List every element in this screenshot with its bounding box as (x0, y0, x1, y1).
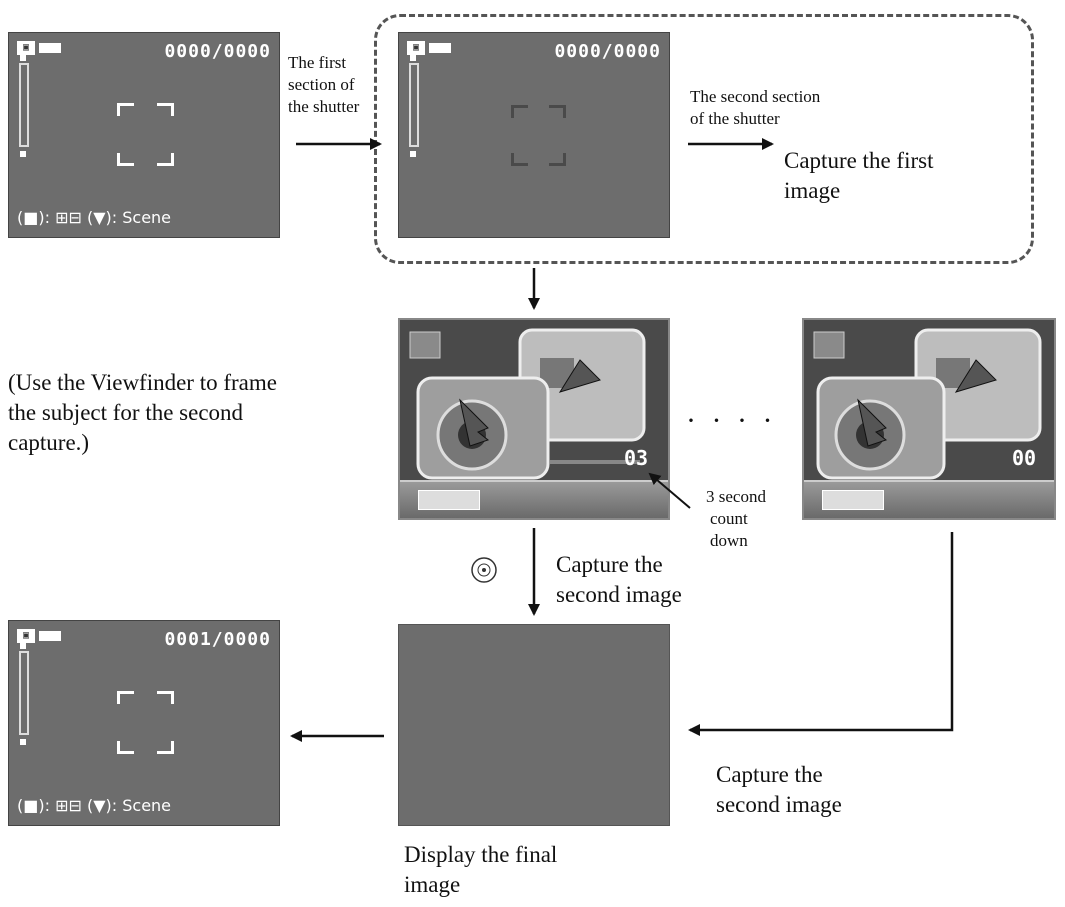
label-second-section: The second section of the shutter (690, 87, 821, 128)
zoom-bar (19, 651, 29, 735)
focus-bracket-bl (117, 153, 134, 166)
zoom-minus-icon (20, 151, 26, 157)
focus-bracket-tr (157, 103, 174, 116)
button-hint: (■): ⊞⊟ (▼): Scene (17, 208, 172, 227)
zoom-bar (409, 63, 419, 147)
battery-icon (429, 43, 451, 53)
focus-bracket-bl (117, 741, 134, 754)
camera-countdown-screen-start: 03 (398, 318, 670, 520)
camera-countdown-screen-end: 00 (802, 318, 1056, 520)
focus-bracket-bl (511, 153, 528, 166)
label-first-section: The first section of the shutter (288, 53, 360, 116)
final-image-display (398, 624, 670, 826)
shot-counter: 0000/0000 (554, 41, 661, 62)
zoom-minus-icon (410, 151, 416, 157)
camera-control-bar (400, 480, 668, 518)
focus-bracket-tr (549, 105, 566, 118)
lcd-screen-half-press: ▣ 0000/0000 (398, 32, 670, 238)
focus-bracket-br (549, 153, 566, 166)
battery-icon (39, 631, 61, 641)
lcd-screen-final: ▣ 0001/0000 (■): ⊞⊟ (▼): Scene (8, 620, 280, 826)
label-capture-second-image-center: Capture the second image (556, 552, 682, 607)
zoom-minus-icon (20, 739, 26, 745)
arrow-from-end-countdown (688, 532, 954, 736)
focus-bracket-tl (511, 105, 528, 118)
focus-bracket-tl (117, 691, 134, 704)
ellipsis: · · · · (686, 404, 777, 437)
shot-counter: 0001/0000 (164, 629, 271, 650)
zoom-bar (19, 63, 29, 147)
battery-icon (39, 43, 61, 53)
zoom-plus-icon (20, 643, 26, 649)
zoom-plus-icon (410, 55, 416, 61)
mode-icon: ▣ (407, 41, 425, 55)
shutter-button-icon (471, 557, 497, 583)
label-countdown: 3 second count down (706, 487, 766, 550)
countdown-value: 00 (1012, 446, 1037, 470)
camera-preview-image (400, 320, 668, 480)
label-capture-second-image-right: Capture the second image (716, 762, 842, 817)
return-icon (418, 490, 480, 510)
focus-bracket-br (157, 153, 174, 166)
label-capture-first-image: Capture the first image (784, 148, 934, 203)
mode-icon: ▣ (17, 41, 35, 55)
mode-icon: ▣ (17, 629, 35, 643)
label-viewfinder-note: (Use the Viewfinder to frame the subject… (8, 370, 277, 455)
label-display-final-image: Display the final image (404, 842, 558, 897)
button-hint: (■): ⊞⊟ (▼): Scene (17, 796, 172, 815)
camera-preview-image (804, 320, 1054, 480)
shot-counter: 0000/0000 (164, 41, 271, 62)
focus-bracket-tl (117, 103, 134, 116)
camera-control-bar (804, 480, 1054, 518)
lcd-screen-initial: ▣ 0000/0000 (■): ⊞⊟ (▼): Scene (8, 32, 280, 238)
zoom-plus-icon (20, 55, 26, 61)
focus-bracket-tr (157, 691, 174, 704)
return-icon (822, 490, 884, 510)
countdown-value: 03 (624, 446, 649, 470)
focus-bracket-br (157, 741, 174, 754)
